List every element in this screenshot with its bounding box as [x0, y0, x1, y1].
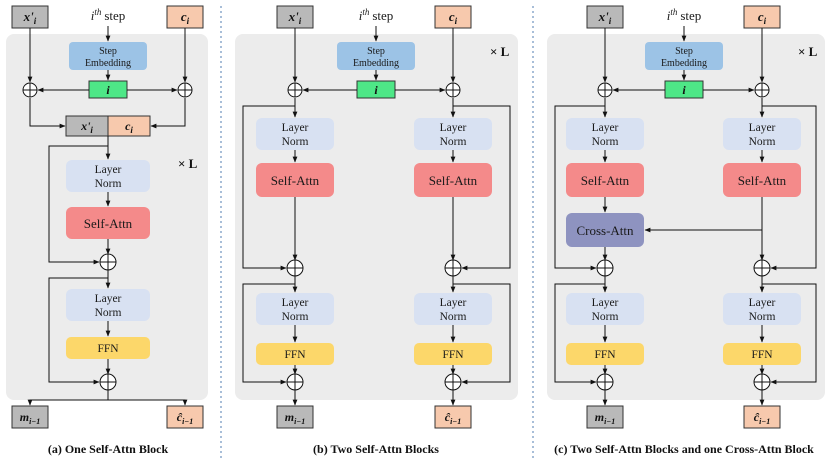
svg-text:Norm: Norm [592, 136, 619, 148]
svg-text:ci: ci [758, 9, 767, 26]
self-attn-box [566, 163, 644, 197]
svg-text:ĉi−1: ĉi−1 [445, 410, 461, 426]
output-m-box [586, 405, 624, 429]
caption-b: (b) Two Self-Attn Blocks [313, 442, 439, 456]
caption-a: (a) One Self-Attn Block [48, 442, 169, 456]
svg-text:Norm: Norm [749, 311, 776, 323]
times-l-label: × L [178, 156, 198, 171]
svg-text:FFN: FFN [751, 349, 773, 361]
svg-text:FFN: FFN [284, 349, 306, 361]
self-attn-box [414, 163, 492, 197]
svg-text:Norm: Norm [95, 307, 122, 319]
ffn-box [414, 343, 492, 365]
ffn-box [723, 343, 801, 365]
svg-text:Layer: Layer [440, 297, 467, 309]
times-l-label: × L [798, 44, 818, 59]
step-embedding-box [337, 42, 415, 70]
svg-text:Norm: Norm [749, 136, 776, 148]
svg-text:Layer: Layer [592, 122, 619, 134]
self-attn-box [66, 207, 150, 239]
layer-norm-box [723, 118, 801, 150]
svg-text:FFN: FFN [97, 343, 119, 355]
caption-c: (c) Two Self-Attn Blocks and one Cross-A… [554, 442, 814, 456]
times-l-label: × L [490, 44, 510, 59]
svg-text:Norm: Norm [592, 311, 619, 323]
svg-text:Layer: Layer [95, 164, 122, 176]
output-c-box [166, 405, 204, 429]
svg-text:i: i [682, 83, 686, 97]
output-m-box [11, 405, 49, 429]
svg-text:Layer: Layer [749, 297, 776, 309]
concat-c-box [107, 115, 151, 137]
svg-text:x'i: x'i [598, 9, 612, 26]
svg-text:x'i: x'i [80, 119, 93, 135]
svg-text:Layer: Layer [95, 293, 122, 305]
self-attn-box [256, 163, 334, 197]
svg-text:Norm: Norm [282, 136, 309, 148]
output-m-box [276, 405, 314, 429]
svg-text:Step: Step [367, 46, 385, 57]
layer-norm-box [414, 293, 492, 325]
layer-norm-box [256, 293, 334, 325]
svg-text:Self-Attn: Self-Attn [271, 173, 320, 188]
svg-text:ci: ci [181, 9, 190, 26]
svg-text:ci: ci [449, 9, 458, 26]
layer-norm-box [66, 289, 150, 321]
svg-text:Embedding: Embedding [661, 58, 707, 69]
self-attn-box [723, 163, 801, 197]
ffn-box [566, 343, 644, 365]
svg-text:Self-Attn: Self-Attn [581, 173, 630, 188]
svg-text:Norm: Norm [282, 311, 309, 323]
svg-text:ĉi−1: ĉi−1 [177, 410, 193, 426]
svg-text:mi−1: mi−1 [595, 410, 615, 426]
output-c-box [434, 405, 472, 429]
svg-text:Cross-Attn: Cross-Attn [576, 223, 634, 238]
svg-text:Layer: Layer [282, 122, 309, 134]
svg-text:ĉi−1: ĉi−1 [754, 410, 770, 426]
svg-text:Step: Step [99, 46, 117, 57]
svg-text:Layer: Layer [749, 122, 776, 134]
svg-text:mi−1: mi−1 [20, 410, 40, 426]
svg-text:Norm: Norm [440, 136, 467, 148]
svg-text:Self-Attn: Self-Attn [84, 216, 133, 231]
svg-text:i: i [374, 83, 378, 97]
ffn-box [256, 343, 334, 365]
svg-text:Norm: Norm [95, 178, 122, 190]
svg-text:i: i [106, 83, 110, 97]
step-embedding-box [69, 42, 147, 70]
svg-text:Step: Step [675, 46, 693, 57]
step-embedding-box [645, 42, 723, 70]
svg-text:Layer: Layer [440, 122, 467, 134]
svg-text:x'i: x'i [23, 9, 37, 26]
layer-norm-box [256, 118, 334, 150]
svg-text:FFN: FFN [442, 349, 464, 361]
svg-text:FFN: FFN [594, 349, 616, 361]
layer-norm-box [566, 293, 644, 325]
layer-norm-box [414, 118, 492, 150]
svg-text:Layer: Layer [592, 297, 619, 309]
svg-text:Norm: Norm [440, 311, 467, 323]
svg-text:Self-Attn: Self-Attn [429, 173, 478, 188]
ffn-box [66, 337, 150, 359]
svg-text:Embedding: Embedding [353, 58, 399, 69]
output-c-box [743, 405, 781, 429]
cross-attn-box [566, 213, 644, 247]
layer-norm-box [566, 118, 644, 150]
svg-text:x'i: x'i [288, 9, 302, 26]
svg-text:Embedding: Embedding [85, 58, 131, 69]
svg-text:ci: ci [125, 119, 133, 135]
layer-norm-box [66, 160, 150, 192]
svg-text:mi−1: mi−1 [285, 410, 305, 426]
svg-text:Self-Attn: Self-Attn [738, 173, 787, 188]
svg-text:Layer: Layer [282, 297, 309, 309]
layer-norm-box [723, 293, 801, 325]
